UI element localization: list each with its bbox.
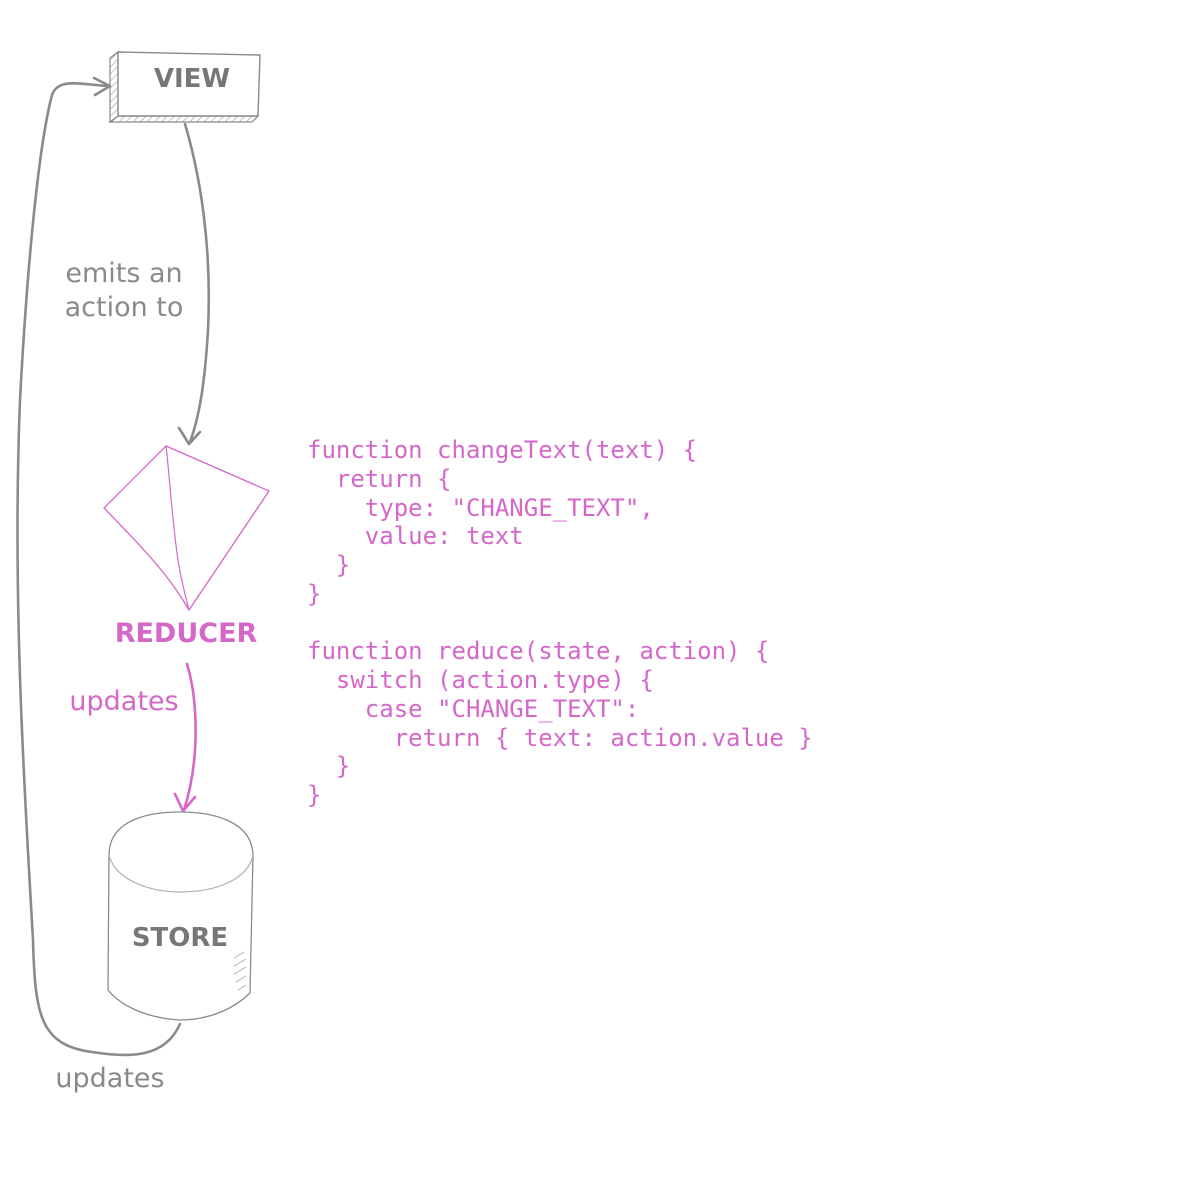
edge-label-emits-line2: action to bbox=[65, 292, 184, 323]
code-line: } bbox=[307, 752, 351, 781]
view-box-shadow bbox=[109, 50, 119, 124]
view-label: VIEW bbox=[154, 64, 230, 94]
edge-label-updates-gray: updates bbox=[55, 1063, 164, 1094]
code-line: switch (action.type) { bbox=[307, 666, 654, 694]
store-cylinder-body bbox=[107, 811, 254, 1021]
store-cylinder-rim bbox=[108, 854, 254, 893]
reducer-shape bbox=[103, 445, 270, 612]
edge-reducer-to-store: updates bbox=[69, 662, 197, 813]
arrowhead-store-to-view bbox=[92, 76, 112, 97]
code-line: return { bbox=[307, 464, 452, 493]
reducer-label: REDUCER bbox=[115, 618, 258, 649]
arrowhead-view-to-reducer bbox=[177, 426, 202, 446]
code-line: } bbox=[307, 551, 351, 579]
edge-label-updates-pink: updates bbox=[69, 686, 178, 717]
code-line: function reduce(state, action) { bbox=[307, 637, 770, 666]
code-line: case "CHANGE_TEXT": bbox=[307, 694, 640, 723]
code-line: function changeText(text) { bbox=[307, 436, 698, 464]
code-line-blank bbox=[307, 609, 813, 638]
code-line: return { text: action.value } bbox=[307, 723, 813, 752]
store-label: STORE bbox=[132, 923, 228, 953]
reducer-inner-line bbox=[165, 445, 190, 611]
edge-view-to-reducer: emits an action to bbox=[65, 122, 211, 446]
arrow-reducer-to-store bbox=[182, 662, 197, 812]
code-line: value: text bbox=[307, 522, 524, 551]
code-snippet: function changeText(text) { return { typ… bbox=[307, 436, 813, 810]
edge-label-emits-line1: emits an bbox=[65, 258, 182, 289]
view-box-bottom-shadow bbox=[108, 115, 260, 123]
code-line: } bbox=[307, 781, 322, 809]
store-node: STORE bbox=[107, 811, 254, 1021]
view-node: VIEW bbox=[108, 50, 261, 124]
arrowhead-reducer-to-store bbox=[173, 792, 197, 813]
code-line: } bbox=[307, 579, 322, 608]
arrow-store-to-view bbox=[16, 82, 182, 1057]
arrow-view-to-reducer bbox=[183, 122, 211, 444]
code-line: type: "CHANGE_TEXT", bbox=[307, 493, 654, 522]
edge-store-to-view: updates bbox=[16, 76, 182, 1094]
view-box bbox=[117, 51, 261, 117]
store-texture-marks bbox=[233, 951, 247, 991]
reducer-node: REDUCER bbox=[103, 445, 270, 649]
